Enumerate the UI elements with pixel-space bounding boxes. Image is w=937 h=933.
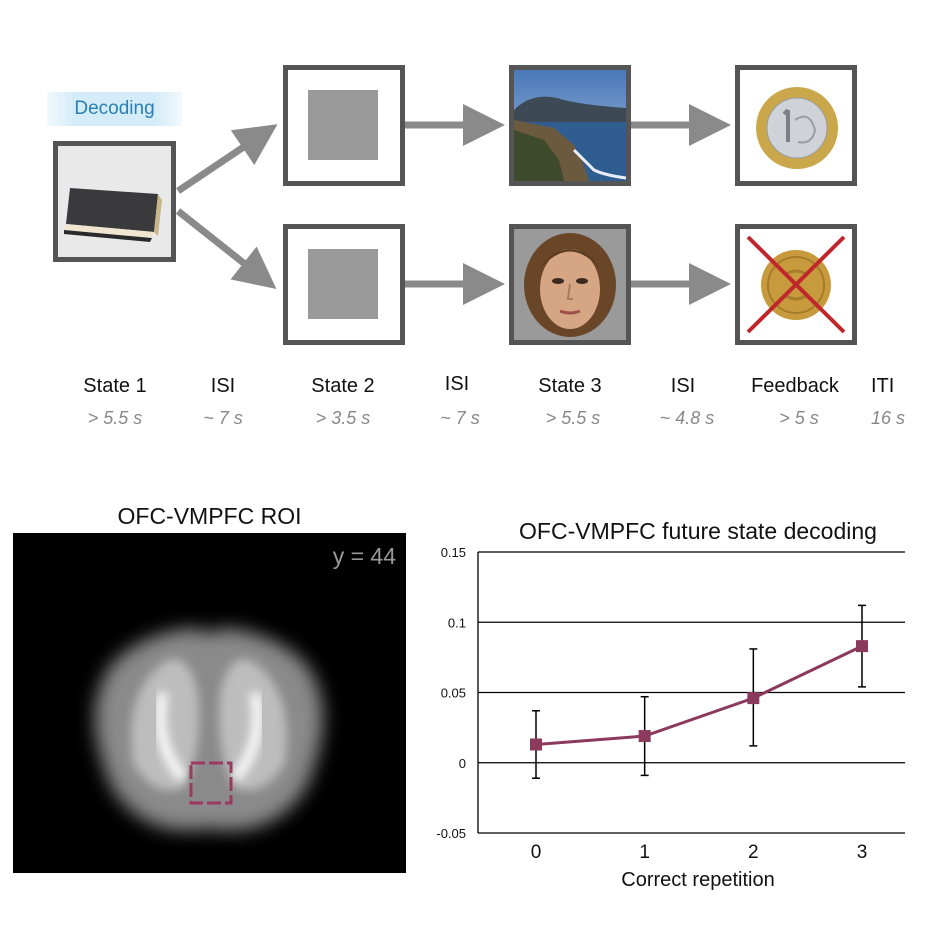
slice-coordinate-label: y = 44 bbox=[332, 543, 396, 569]
book-image bbox=[58, 146, 171, 257]
phase-duration: ~ 4.8 s bbox=[659, 408, 715, 428]
grey-square bbox=[308, 249, 378, 319]
y-tick-label: 0.15 bbox=[441, 545, 466, 560]
crossed-coin-image bbox=[746, 235, 846, 334]
phase-duration: 16 s bbox=[871, 408, 906, 428]
phase-label: ISI bbox=[670, 375, 696, 397]
euro-coin-image bbox=[756, 87, 838, 169]
phase-duration: > 3.5 s bbox=[315, 408, 371, 428]
data-point bbox=[530, 738, 542, 751]
phase-duration: ~ 7 s bbox=[203, 408, 243, 428]
phase-duration: > 5.5 s bbox=[545, 408, 601, 428]
y-tick-label: 0.1 bbox=[448, 615, 466, 630]
x-axis-label: Correct repetition bbox=[621, 869, 774, 891]
phase-duration: ~ 7 s bbox=[440, 408, 480, 428]
grey-square bbox=[308, 90, 378, 160]
x-tick-label: 3 bbox=[857, 842, 868, 863]
phase-label: State 3 bbox=[538, 375, 602, 397]
x-tick-label: 0 bbox=[531, 842, 542, 863]
x-tick-label: 2 bbox=[748, 842, 759, 863]
phase-label: ISI bbox=[210, 375, 236, 397]
feedback-nocoin-box bbox=[735, 224, 857, 345]
roi-marker bbox=[189, 761, 233, 805]
data-point bbox=[638, 730, 651, 743]
arrow-lower-branch bbox=[175, 208, 277, 290]
phase-label: Feedback bbox=[751, 375, 839, 397]
brain-slice: y = 44 bbox=[13, 533, 406, 873]
y-tick-label: -0.05 bbox=[436, 826, 466, 841]
data-point bbox=[747, 692, 760, 705]
x-tick-label: 1 bbox=[639, 842, 650, 863]
state2-top-box bbox=[283, 65, 405, 186]
phase-label: ITI bbox=[871, 375, 895, 397]
data-point bbox=[856, 640, 868, 653]
phase-duration: > 5 s bbox=[779, 408, 819, 428]
state3-face-box bbox=[509, 224, 631, 345]
y-tick-label: 0 bbox=[459, 756, 466, 771]
roi-title: OFC-VMPFC ROI bbox=[117, 503, 302, 529]
face-image bbox=[514, 229, 626, 340]
feedback-euro-box bbox=[735, 65, 857, 186]
flow-arrows bbox=[175, 104, 731, 305]
decoding-chart: 0.15 0.1 0.05 0 -0.05 0 1 2 3 Correct repetition bbox=[436, 545, 905, 891]
phase-duration: > 5.5 s bbox=[87, 408, 143, 428]
phase-label: State 2 bbox=[311, 375, 375, 397]
phase-label: ISI bbox=[444, 373, 470, 395]
state2-bottom-box bbox=[283, 224, 405, 345]
brain-scan-image bbox=[95, 628, 323, 831]
state3-landscape-box bbox=[509, 65, 631, 186]
y-tick-label: 0.05 bbox=[441, 686, 466, 701]
state1-book-box bbox=[53, 141, 176, 262]
coast-landscape-image bbox=[514, 70, 626, 181]
decoding-label: Decoding bbox=[47, 92, 182, 126]
phase-label: State 1 bbox=[83, 375, 147, 397]
arrow-upper-branch bbox=[176, 124, 278, 194]
chart-title: OFC-VMPFC future state decoding bbox=[519, 518, 877, 544]
series-line bbox=[535, 644, 863, 746]
